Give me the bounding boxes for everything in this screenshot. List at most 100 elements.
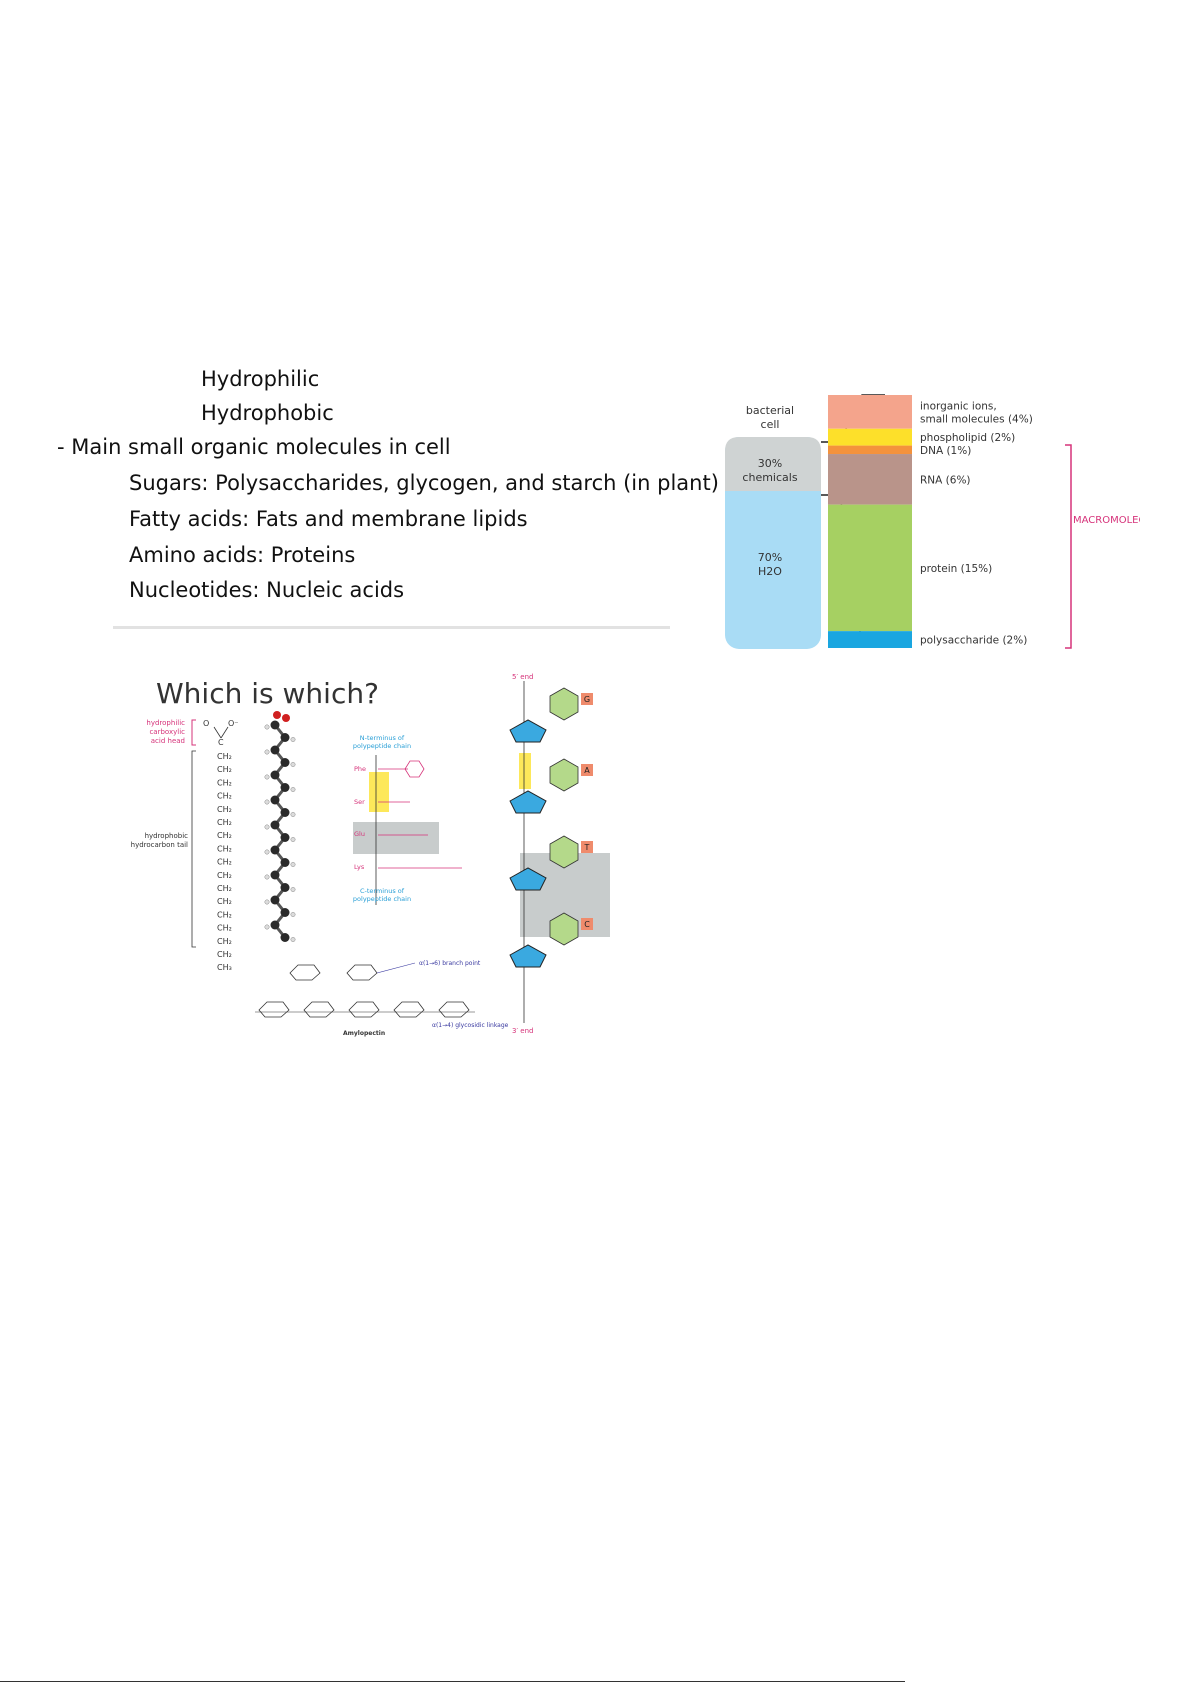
- tail-label-line1: hydrophobic: [145, 832, 189, 840]
- five-prime-end: 5′ end: [512, 673, 533, 681]
- carbon-atom: [280, 883, 290, 892]
- hydrogen-atom: [264, 774, 270, 780]
- note-item-nucleotides: Nucleotides: Nucleic acids: [129, 578, 405, 602]
- base-badge: [581, 764, 593, 776]
- hydrogen-atom: [290, 837, 296, 842]
- hydrogen-atom: [290, 737, 296, 742]
- three-prime-end: 3′ end: [512, 1027, 533, 1035]
- base-badge: [581, 918, 593, 930]
- carbon-atom: [280, 783, 290, 792]
- amylopectin-name: Amylopectin: [343, 1030, 385, 1037]
- head-bracket: [191, 719, 196, 746]
- chemicals-percent: 30%: [758, 457, 782, 470]
- cell-label-line1: bacterial: [746, 404, 794, 417]
- residue-ser: Ser: [354, 798, 365, 806]
- peptide-bond-highlight: [369, 772, 389, 812]
- n-terminus-line2: polypeptide chain: [353, 742, 411, 750]
- carbon-atom: [270, 845, 280, 855]
- glu-highlight: [353, 822, 439, 854]
- ch2-group: CH₂: [217, 950, 232, 959]
- ch2-group: CH₂: [217, 871, 232, 880]
- deoxyribose-ring: [509, 944, 547, 968]
- which-is-which-figure: Which is which? hydrophilic carboxylic a…: [131, 673, 610, 1037]
- nucleobase-ring: [549, 835, 579, 869]
- ch2-group: CH₂: [217, 844, 232, 853]
- residue-phe: Phe: [354, 765, 366, 773]
- branch-pointer: [376, 962, 416, 974]
- segment-label-4-0: protein (15%): [920, 563, 992, 575]
- base-letter-A: A: [584, 766, 590, 775]
- hydrogen-atom: [290, 887, 296, 892]
- segment-label-0-1: small molecules (4%): [920, 413, 1033, 425]
- hydrogen-atom: [290, 937, 296, 942]
- phosphodiester-highlight: [519, 753, 531, 789]
- glucose-ring: [303, 1001, 335, 1018]
- hydrogen-atom: [290, 762, 296, 767]
- head-bond-1: [213, 726, 222, 739]
- water-percent: 70%: [758, 551, 782, 564]
- note-item-amino-acids: Amino acids: Proteins: [129, 543, 356, 567]
- residue-glu: Glu: [354, 830, 365, 838]
- peptide-structure: N-terminus of polypeptide chain Phe Ser …: [353, 734, 462, 905]
- glucose-ring: [393, 1001, 425, 1018]
- composition-stack: [828, 395, 912, 648]
- segment-5: [828, 631, 912, 648]
- head-carbon: C: [218, 738, 224, 747]
- carbon-atom: [270, 770, 280, 780]
- hydrogen-atom: [264, 799, 270, 805]
- ch2-group: CH₂: [217, 937, 232, 946]
- note-item-fatty-acids: Fatty acids: Fats and membrane lipids: [129, 507, 528, 531]
- oxygen-atom: [273, 711, 281, 719]
- hydrogen-atom: [264, 849, 270, 855]
- hydrogen-atom: [290, 862, 296, 867]
- chemicals-fraction: [725, 437, 821, 491]
- glucose-ring: [346, 964, 378, 981]
- nucleobase-ring: [549, 912, 579, 946]
- base-badge: [581, 841, 593, 853]
- chemicals-label: chemicals: [742, 471, 797, 484]
- segment-4: [828, 504, 912, 632]
- carbon-atom: [270, 745, 280, 755]
- carbon-atom: [280, 733, 290, 742]
- ch2-group: CH₂: [217, 805, 232, 814]
- ch2-group: CH₂: [217, 897, 232, 906]
- carbon-chain: [273, 724, 287, 939]
- main-heading: - Main small organic molecules in cell:: [57, 435, 449, 459]
- segment-1: [828, 428, 912, 446]
- carbon-atom: [280, 933, 290, 942]
- nucleobase-ring: [549, 758, 579, 792]
- segment-label-2-0: DNA (1%): [920, 445, 971, 457]
- water-label: H2O: [758, 565, 782, 578]
- segment-label-0-0: inorganic ions,: [920, 400, 997, 412]
- glucose-ring: [289, 964, 321, 981]
- ch2-group: CH₂: [217, 778, 232, 787]
- glucose-ring: [438, 1001, 470, 1018]
- carbon-atom: [280, 758, 290, 767]
- base-badge: [581, 693, 593, 705]
- segment-label-1-0: phospholipid (2%): [920, 432, 1015, 444]
- deoxyribose-ring: [509, 867, 547, 891]
- carbon-atom: [270, 870, 280, 880]
- amylopectin-structure: α(1→6) branch point α(1→4) glycosidic li…: [255, 960, 509, 1037]
- ch2-group: CH₂: [217, 831, 232, 840]
- ch2-group: CH₂: [217, 924, 232, 933]
- ch2-group: CH₂: [217, 910, 232, 919]
- page-bottom-rule: [0, 1681, 905, 1682]
- carbon-atom: [270, 795, 280, 805]
- cell-composition-figure: bacterial cell 30% chemicals 70% H2O ino…: [725, 394, 1140, 649]
- hydrophobic-term: Hydrophobic: [201, 401, 334, 425]
- hydrogen-atom: [290, 912, 296, 917]
- head-bond-2: [220, 726, 229, 739]
- note-item-sugars: Sugars: Polysaccharides, glycogen, and s…: [129, 471, 719, 495]
- head-label-line1: hydrophilic: [146, 719, 185, 727]
- hydrogen-atom: [264, 899, 270, 905]
- glycosidic-linkage-label: α(1→4) glycosidic linkage: [432, 1022, 509, 1029]
- carbon-atom: [280, 808, 290, 817]
- hydrogen-atom: [290, 787, 296, 792]
- carbon-atom: [270, 920, 280, 930]
- head-label-line3: acid head: [151, 737, 185, 745]
- c-terminus-line1: C-terminus of: [360, 887, 405, 895]
- segment-2: [828, 445, 912, 455]
- glucose-ring: [348, 1001, 380, 1018]
